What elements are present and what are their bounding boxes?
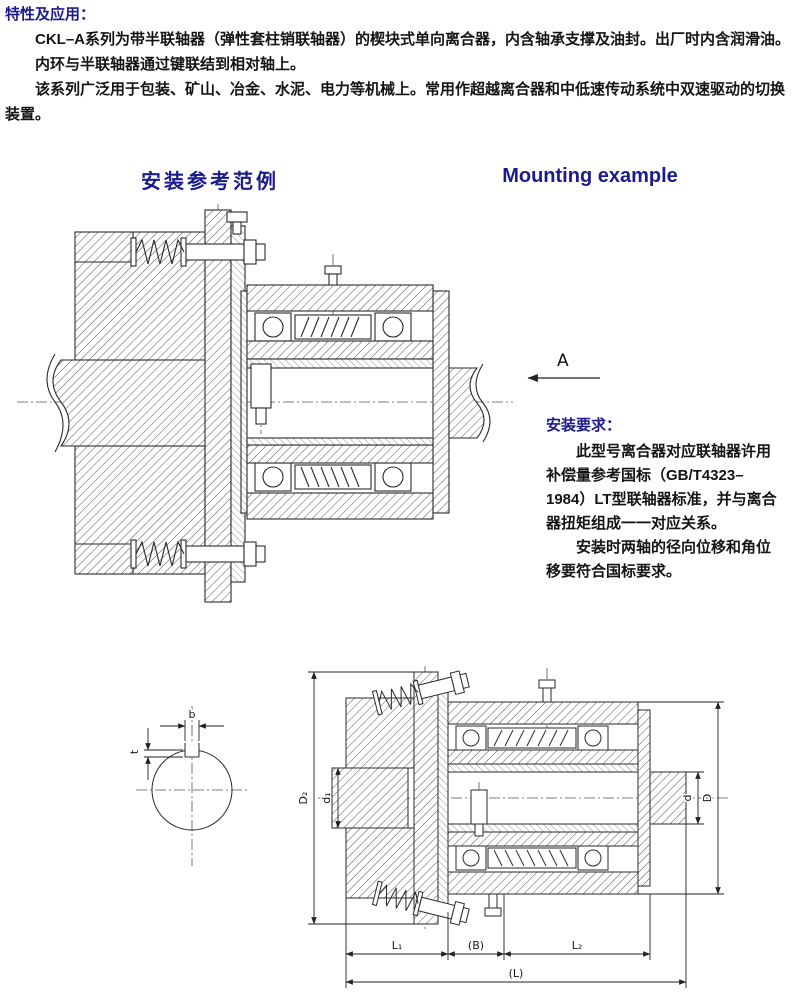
intro-paragraph-1: CKL–A系列为带半联轴器（弹性套柱销联轴器）的楔块式单向离合器，内含轴承支撑及…	[35, 31, 791, 48]
bottom-half-coupling-section	[331, 671, 449, 925]
requirements-paragraph-2: 安装时两轴的径向位移和角位移要符合国标要求。	[546, 539, 772, 580]
clutch-section	[240, 265, 450, 520]
right-shaft-section	[448, 363, 491, 443]
shaft-cross-section-view	[136, 706, 248, 866]
main-assembly-drawing: A	[17, 204, 600, 603]
bottom-clutch-section	[447, 679, 687, 917]
main-drawing-geometry	[17, 204, 513, 603]
dimension-drawing: b t D₂ d₁ d D L₁ (B) L₂ (L)	[127, 666, 730, 988]
dim-label-mid-width: (B)	[468, 939, 484, 952]
dim-label-clutch-bore: d	[681, 795, 694, 802]
requirements-paragraph-1: 此型号离合器对应联轴器许用补偿量参考国标（GB/T4323–1984）LT型联轴…	[546, 443, 777, 532]
intro-paragraph-3: 该系列广泛用于包装、矿山、冶金、水泥、电力等机械上。常用作超越离合器和中低速传动…	[5, 81, 786, 123]
mounting-requirements: 安装要求： 此型号离合器对应联轴器许用补偿量参考国标（GB/T4323–1984…	[546, 414, 784, 584]
view-arrow-label: A	[557, 351, 569, 371]
figure-title-zh: 安装参考范例	[141, 171, 279, 193]
elastic-pin-bottom	[130, 539, 266, 569]
dim-label-total-length: (L)	[509, 967, 524, 980]
view-direction-arrow: A	[527, 351, 600, 382]
requirements-heading: 安装要求：	[546, 417, 622, 434]
dim-label-clutch-length: L₂	[572, 939, 583, 952]
dim-label-key-depth: t	[128, 749, 141, 754]
dim-label-coupling-bore: d₁	[320, 792, 333, 803]
figure-title-en: Mounting example	[502, 165, 678, 187]
dimension-lines	[308, 671, 724, 988]
elastic-pin-top	[130, 237, 266, 267]
dim-label-coupling-od: D₂	[297, 792, 310, 805]
dim-label-clutch-od: D	[701, 794, 714, 802]
intro-heading: 特性及应用：	[5, 6, 96, 23]
half-coupling-section	[74, 209, 248, 603]
bottom-elastic-pin-bottom	[371, 880, 470, 926]
intro-section: 特性及应用： CKL–A系列为带半联轴器（弹性套柱销联轴器）的楔块式单向离合器，…	[5, 2, 795, 127]
dim-label-coupling-length: L₁	[392, 939, 403, 952]
bottom-elastic-pin-top	[371, 670, 470, 716]
dim-label-key-width: b	[189, 708, 196, 721]
intro-paragraph-2: 内环与半联轴器通过键联结到相对轴上。	[35, 56, 306, 73]
dimension-drawing-geometry	[136, 666, 730, 988]
